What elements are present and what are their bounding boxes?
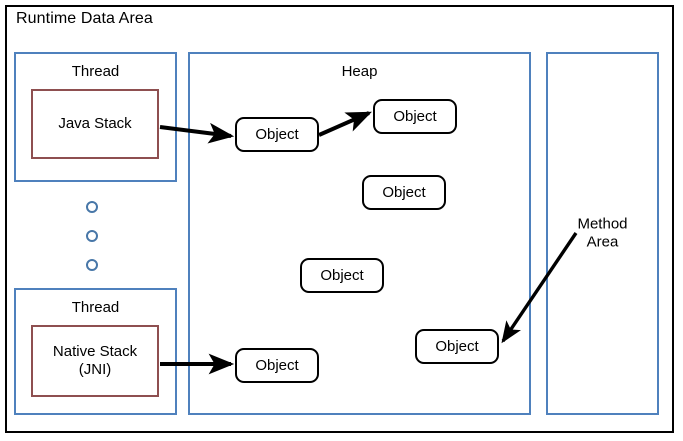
method-area-label-line2: Area <box>586 233 619 251</box>
ellipsis-dot-2 <box>86 230 98 242</box>
region-thread-top-label: Thread <box>71 63 120 80</box>
object-label-4: Object <box>320 267 364 284</box>
object-box-1: Object <box>235 117 319 152</box>
native-stack-label-line2: (JNI) <box>78 361 112 378</box>
runtime-data-area-frame <box>5 5 674 433</box>
java-stack-label: Java Stack <box>58 115 132 132</box>
object-label-1: Object <box>255 126 299 143</box>
region-method-area: Method Area <box>546 52 659 415</box>
region-method-area-label: Method Area <box>548 215 657 253</box>
object-label-6: Object <box>255 357 299 374</box>
page-title: Runtime Data Area <box>16 10 153 27</box>
object-box-3: Object <box>362 175 446 210</box>
object-box-6: Object <box>235 348 319 383</box>
object-box-5: Object <box>415 329 499 364</box>
object-box-2: Object <box>373 99 457 134</box>
ellipsis-dot-1 <box>86 201 98 213</box>
region-thread-bottom-label: Thread <box>71 299 120 316</box>
method-area-label-line1: Method <box>577 214 628 232</box>
object-label-2: Object <box>393 108 437 125</box>
object-label-3: Object <box>382 184 426 201</box>
native-stack-box: Native Stack (JNI) <box>31 325 159 397</box>
java-stack-box: Java Stack <box>31 89 159 159</box>
native-stack-label-line1: Native Stack <box>52 343 138 360</box>
object-box-4: Object <box>300 258 384 293</box>
object-label-5: Object <box>435 338 479 355</box>
ellipsis-dot-3 <box>86 259 98 271</box>
region-heap-label: Heap <box>341 63 378 80</box>
